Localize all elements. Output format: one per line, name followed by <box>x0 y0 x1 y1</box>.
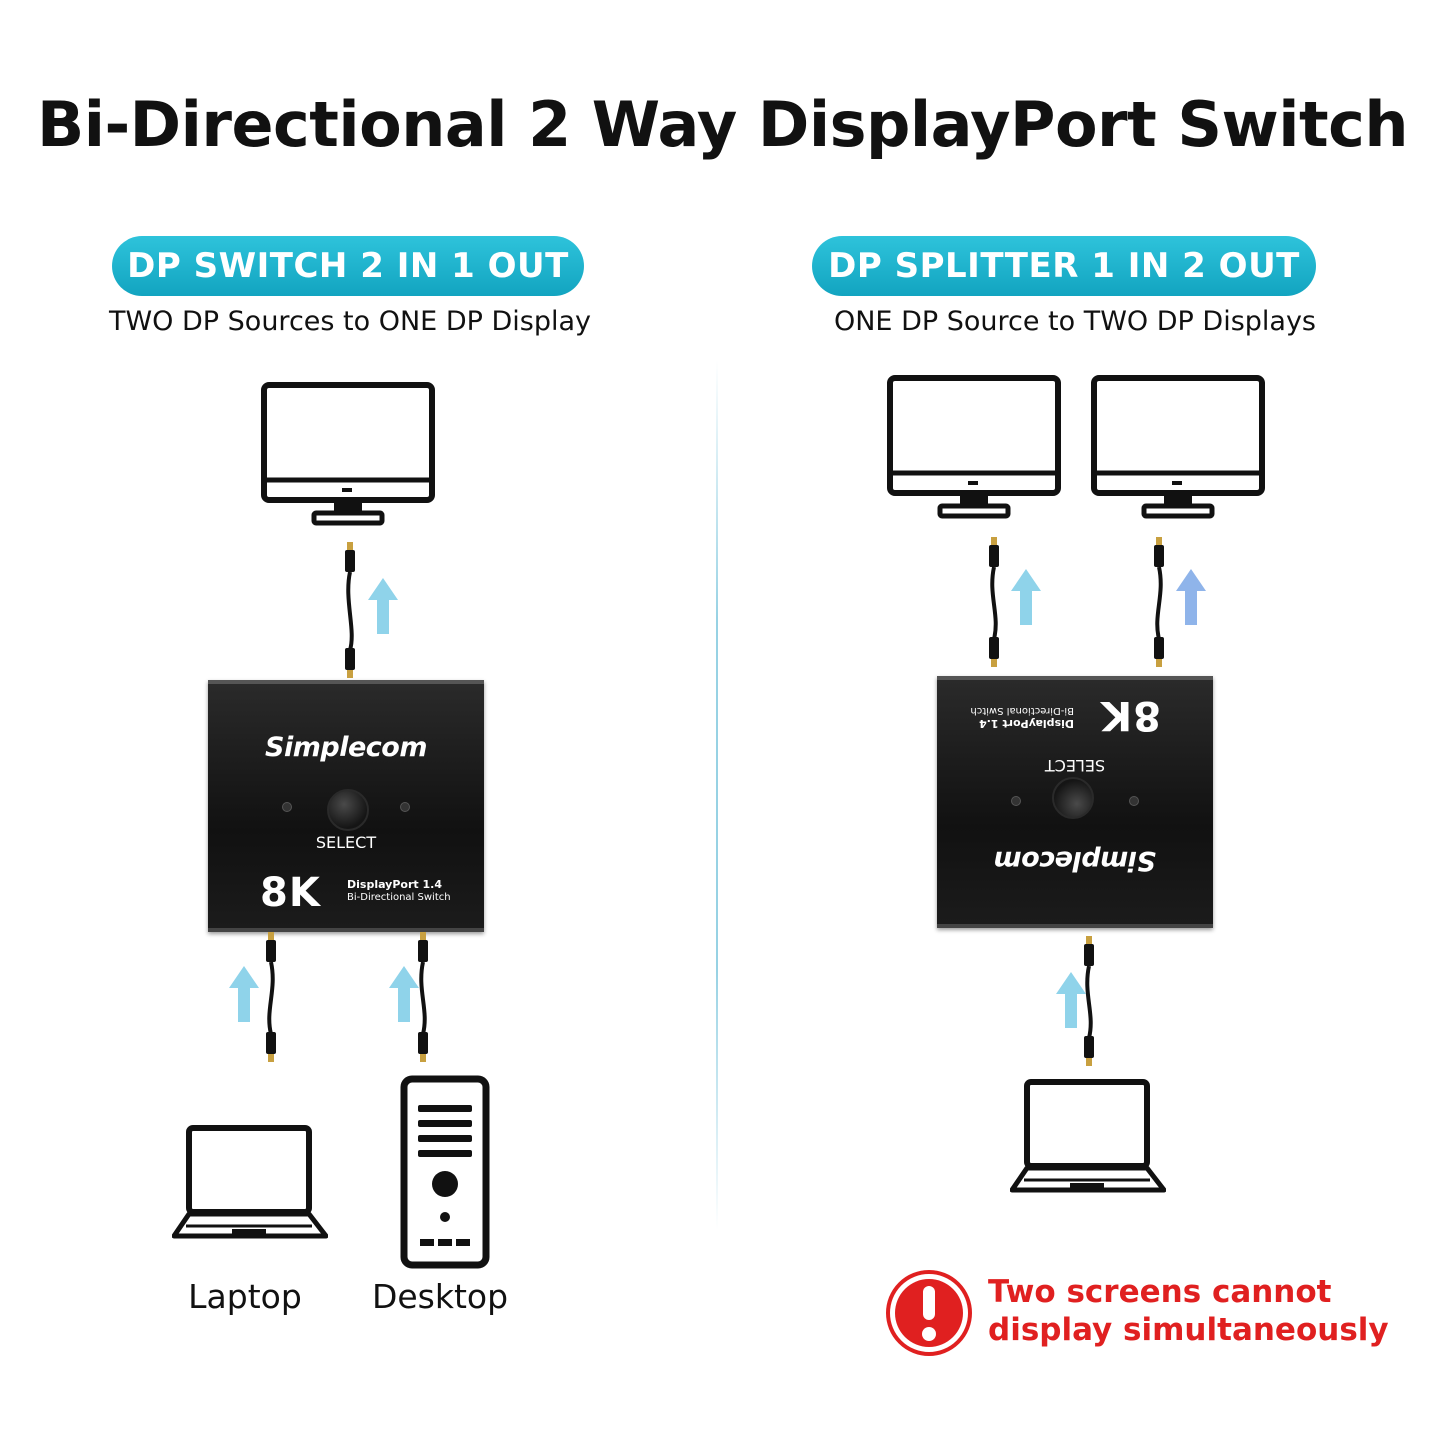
laptop-icon <box>172 1125 328 1239</box>
cable-icon <box>1084 936 1094 1066</box>
page-title: Bi-Directional 2 Way DisplayPort Switch <box>36 88 1409 161</box>
led-indicator <box>400 802 410 812</box>
splitter-device: Simplecom SELECT 8K DisplayPort 1.4 Bi-D… <box>937 676 1213 928</box>
select-button[interactable] <box>327 789 369 831</box>
up-arrow-icon <box>389 966 419 1022</box>
device-type-label: Bi-Directional Switch <box>970 705 1074 716</box>
panel-divider <box>716 360 718 1230</box>
warning-line-2: display simultaneously <box>988 1312 1389 1348</box>
switch-device: Simplecom SELECT 8K DisplayPort 1.4 Bi-D… <box>208 680 484 932</box>
switch-mode-subtitle: TWO DP Sources to ONE DP Display <box>108 306 592 337</box>
desktop-caption: Desktop <box>371 1277 509 1316</box>
led-indicator <box>282 802 292 812</box>
laptop-icon <box>1010 1079 1166 1193</box>
resolution-label: 8K <box>1100 692 1161 738</box>
device-brand: Simplecom <box>265 732 427 763</box>
up-arrow-icon <box>368 578 398 634</box>
up-arrow-icon <box>229 966 259 1022</box>
cable-icon <box>1154 537 1164 667</box>
up-arrow-icon <box>1011 569 1041 625</box>
up-arrow-icon <box>1056 972 1086 1028</box>
select-label: SELECT <box>1044 756 1106 775</box>
resolution-label: 8K <box>260 870 321 916</box>
up-arrow-icon <box>1176 569 1206 625</box>
device-brand: Simplecom <box>994 845 1156 876</box>
device-face: Simplecom SELECT 8K DisplayPort 1.4 Bi-D… <box>937 680 1213 924</box>
cable-icon <box>345 542 355 678</box>
warning-icon <box>886 1270 972 1356</box>
cable-icon <box>989 537 999 667</box>
select-button[interactable] <box>1052 777 1094 819</box>
monitor-icon <box>887 375 1061 519</box>
splitter-mode-pill: DP SPLITTER 1 IN 2 OUT <box>812 236 1316 296</box>
select-label: SELECT <box>315 833 377 852</box>
dp-version-label: DisplayPort 1.4 <box>347 878 442 891</box>
splitter-mode-subtitle: ONE DP Source to TWO DP Displays <box>833 306 1317 337</box>
switch-mode-pill: DP SWITCH 2 IN 1 OUT <box>112 236 584 296</box>
cable-icon <box>266 932 276 1062</box>
device-type-label: Bi-Directional Switch <box>347 892 451 903</box>
laptop-caption: Laptop <box>188 1277 302 1316</box>
led-indicator <box>1011 796 1021 806</box>
desktop-tower-icon <box>400 1075 490 1269</box>
cable-icon <box>418 932 428 1062</box>
monitor-icon <box>1091 375 1265 519</box>
monitor-icon <box>261 382 435 526</box>
dp-version-label: DisplayPort 1.4 <box>979 717 1074 730</box>
led-indicator <box>1129 796 1139 806</box>
warning-line-1: Two screens cannot <box>988 1274 1332 1310</box>
